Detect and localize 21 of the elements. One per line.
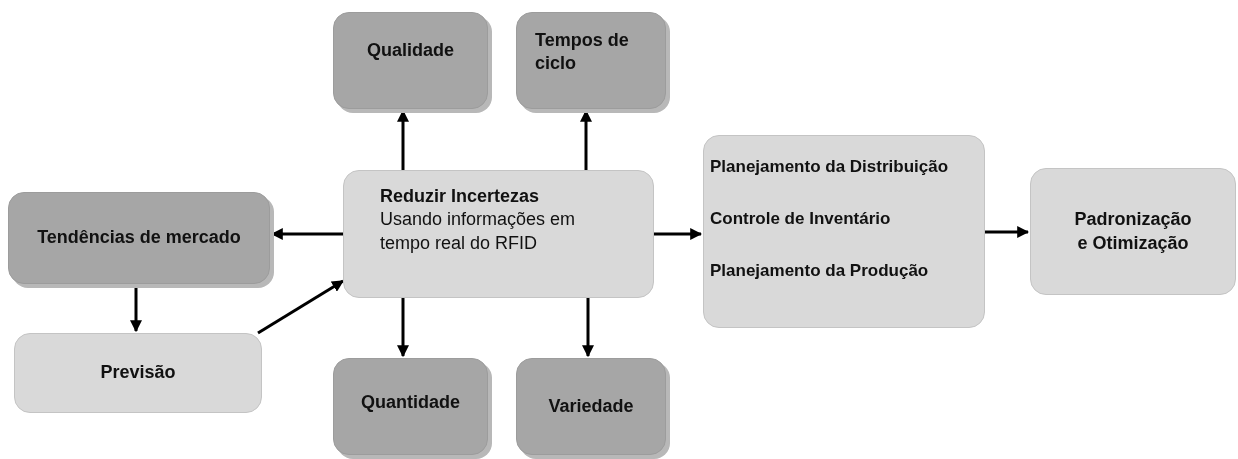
box-label: Usando informações em tempo real do RFID [380,208,577,255]
arrow [985,226,1030,238]
arrow [582,298,594,358]
process-box [14,333,262,413]
box-label: Quantidade [361,390,460,414]
box-label: Planejamento da Produção [710,260,929,283]
box-label: Variedade [548,394,634,418]
box-label: Reduzir Incertezas [380,185,540,208]
box-label: Padronização e Otimização [1073,208,1193,255]
arrow [654,228,703,240]
process-box [703,135,985,328]
box-label: Tempos de ciclo [535,29,630,76]
process-box [1030,168,1236,295]
process-box [343,170,654,298]
box-label: Controle de Inventário [710,208,891,231]
box-label: Previsão [100,361,176,385]
box-label: Planejamento da Distribuição [710,156,949,178]
box-label: Tendências de mercado [37,226,241,250]
arrow [397,298,409,358]
box-label: Qualidade [367,38,454,62]
arrow [257,279,344,335]
